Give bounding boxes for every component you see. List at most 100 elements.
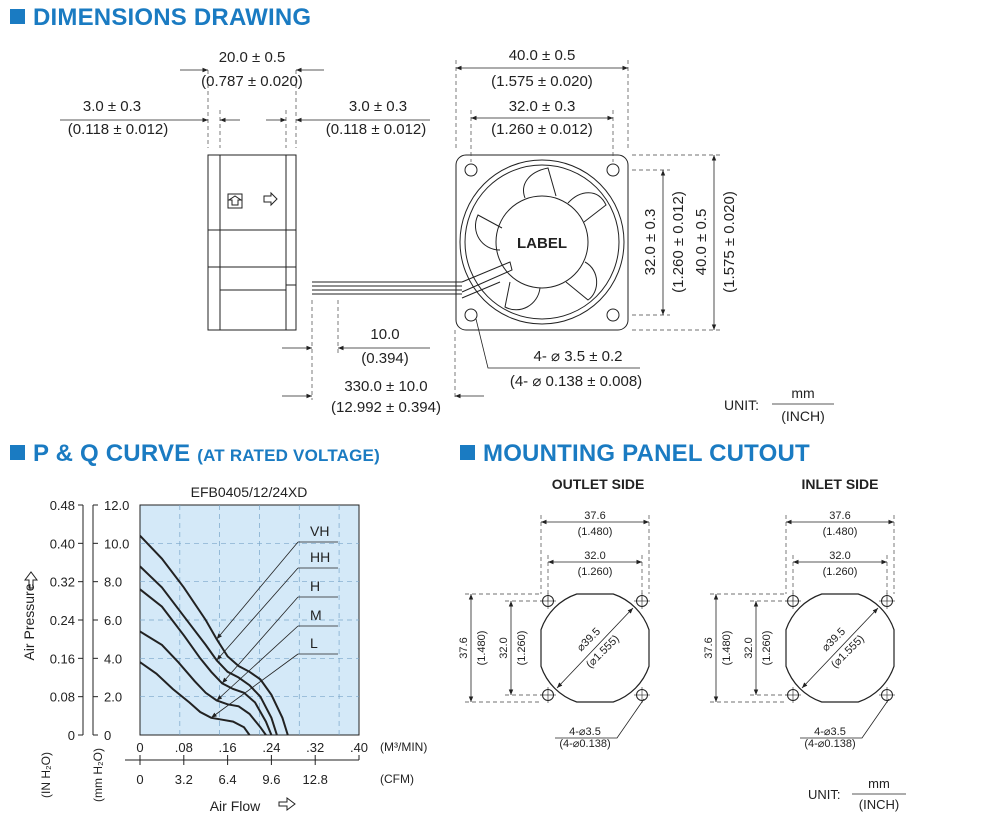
- curve-leader-line: [216, 541, 299, 640]
- curve-hh: [140, 565, 278, 735]
- cutout-v-p-dim-inch: (1.260): [761, 631, 773, 666]
- mount-hole-icon: [606, 163, 620, 177]
- cutout-holes-dim: 4-⌀3.5: [569, 726, 601, 738]
- y-left-unit: (IN H₂O): [39, 752, 53, 798]
- curve-leader-line: [221, 596, 299, 684]
- x-tick-m3: .32: [306, 740, 324, 755]
- y-ticks-right: 12.010.08.06.04.02.00: [93, 498, 129, 743]
- outlet-title: OUTLET SIDE: [552, 476, 645, 492]
- x-tick-m3: 0: [136, 740, 143, 755]
- cutout-v-p-dim: 32.0: [498, 637, 510, 658]
- inlet-title: INLET SIDE: [801, 476, 878, 492]
- flange-left-dim-inch: (0.118 ± 0.012): [68, 121, 169, 138]
- y-tick-left: 0.08: [50, 690, 75, 705]
- curve-l: [140, 661, 251, 735]
- airflow-right-icon: [263, 191, 278, 207]
- hole-pitch-dim-inch: (1.260 ± 0.012): [491, 121, 593, 138]
- x-axis-arrow-icon: [278, 797, 296, 811]
- cutout-v-w-dim: 37.6: [458, 637, 470, 658]
- side-view-arrow-up-icon: [227, 193, 243, 209]
- curve-label-vh: VH: [310, 523, 329, 539]
- y-axis-label: Air Pressure: [21, 583, 37, 660]
- header-square-icon: [10, 445, 25, 460]
- curve-label-h: H: [310, 578, 320, 594]
- y-tick-left: 0.16: [50, 651, 75, 666]
- cutout-p-dim: 32.0: [829, 550, 850, 562]
- cutout-w-dim-inch: (1.480): [578, 526, 613, 538]
- curve-h: [140, 588, 273, 735]
- x-axis-label: Air Flow: [210, 798, 261, 814]
- side-view: [207, 154, 297, 331]
- curve-leader-line: [210, 653, 299, 719]
- x-tick-m3: .16: [219, 740, 237, 755]
- x-tick-cfm: 0: [136, 772, 143, 787]
- cutout-outline: [540, 593, 650, 703]
- v-hole-pitch-dim: 32.0 ± 0.3: [642, 209, 659, 276]
- x-tick-cfm: 9.6: [262, 772, 280, 787]
- header-square-icon: [460, 445, 475, 460]
- holes-dim: 4- ⌀ 3.5 ± 0.2: [534, 348, 623, 365]
- depth-dim-inch: (0.787 ± 0.020): [201, 73, 303, 90]
- curve-vh: [140, 535, 289, 735]
- curves: [140, 535, 289, 735]
- flange-left-dim: 3.0 ± 0.3: [83, 98, 141, 115]
- x-tick-m3: .08: [175, 740, 193, 755]
- cutout-v-w-dim-inch: (1.480): [721, 631, 733, 666]
- y-tick-left: 0.32: [50, 575, 75, 590]
- curve-label-l: L: [310, 635, 318, 651]
- y-axis-arrow-icon: [24, 571, 38, 589]
- x-tick-m3: .40: [350, 740, 368, 755]
- flange-right-dim-inch: (0.118 ± 0.012): [326, 121, 427, 138]
- strip-dim-inch: (0.394): [361, 350, 409, 367]
- mount-hole-icon: [464, 163, 478, 177]
- lead-dim: 330.0 ± 10.0: [344, 378, 427, 395]
- y-tick-right: 2.0: [104, 690, 122, 705]
- y-tick-right: 10.0: [104, 536, 129, 551]
- mounting-header-text: MOUNTING PANEL CUTOUT: [483, 440, 810, 467]
- curve-leader-line: [216, 625, 299, 701]
- hole-pitch-dim: 32.0 ± 0.3: [509, 98, 576, 115]
- y-tick-right: 4.0: [104, 651, 122, 666]
- y-tick-right: 8.0: [104, 575, 122, 590]
- y-tick-left: 0.24: [50, 613, 75, 628]
- v-width-dim: 40.0 ± 0.5: [693, 209, 710, 276]
- curve-leader-line: [216, 567, 299, 661]
- x-tick-cfm: 3.2: [175, 772, 193, 787]
- cutout-p-dim-inch: (1.260): [823, 566, 858, 578]
- cutout-w-dim-inch: (1.480): [823, 526, 858, 538]
- mounting-header: MOUNTING PANEL CUTOUT: [460, 440, 810, 468]
- cutout-v-w-dim-inch: (1.480): [476, 631, 488, 666]
- x-unit-m3: (M³/MIN): [380, 740, 427, 754]
- mount-hole-icon: [606, 308, 620, 322]
- cutout-p-dim-inch: (1.260): [578, 566, 613, 578]
- pq-header-subtitle: (AT RATED VOLTAGE): [197, 446, 380, 465]
- flange-right-dim: 3.0 ± 0.3: [349, 98, 407, 115]
- holes-dim-inch: (4- ⌀ 0.138 ± 0.008): [510, 373, 642, 390]
- mount-unit-mm: mm: [868, 776, 890, 791]
- dimensions-header: DIMENSIONS DRAWING: [10, 4, 311, 32]
- cutout-holes-dim: 4-⌀3.5: [814, 726, 846, 738]
- y-ticks-left: 0.480.400.320.240.160.080: [50, 498, 83, 743]
- mount-unit-inch: (INCH): [859, 797, 899, 812]
- y-tick-right: 12.0: [104, 498, 129, 513]
- lead-wires: [312, 281, 462, 295]
- width-dim-inch: (1.575 ± 0.020): [491, 73, 593, 90]
- unit-mm: mm: [791, 385, 814, 401]
- cutout-w-dim: 37.6: [829, 510, 850, 522]
- curve-label-m: M: [310, 607, 322, 623]
- depth-dim: 20.0 ± 0.5: [219, 49, 286, 66]
- cutout-holes-dim-inch: (4-⌀0.138): [559, 738, 610, 750]
- pq-header: P & Q CURVE (AT RATED VOLTAGE): [10, 440, 380, 468]
- label-text: LABEL: [517, 235, 567, 252]
- cutout-v-p-dim: 32.0: [743, 637, 755, 658]
- y-tick-left: 0.48: [50, 498, 75, 513]
- width-dim: 40.0 ± 0.5: [509, 47, 576, 64]
- x-ticks-m3: 0.08.16.24.32.40: [136, 740, 368, 760]
- unit-label: UNIT:: [724, 397, 759, 413]
- airflow-up-icon: [227, 195, 243, 206]
- cutout-holes-dim-inch: (4-⌀0.138): [804, 738, 855, 750]
- chart-title: EFB0405/12/24XD: [191, 484, 308, 500]
- header-square-icon: [10, 9, 25, 24]
